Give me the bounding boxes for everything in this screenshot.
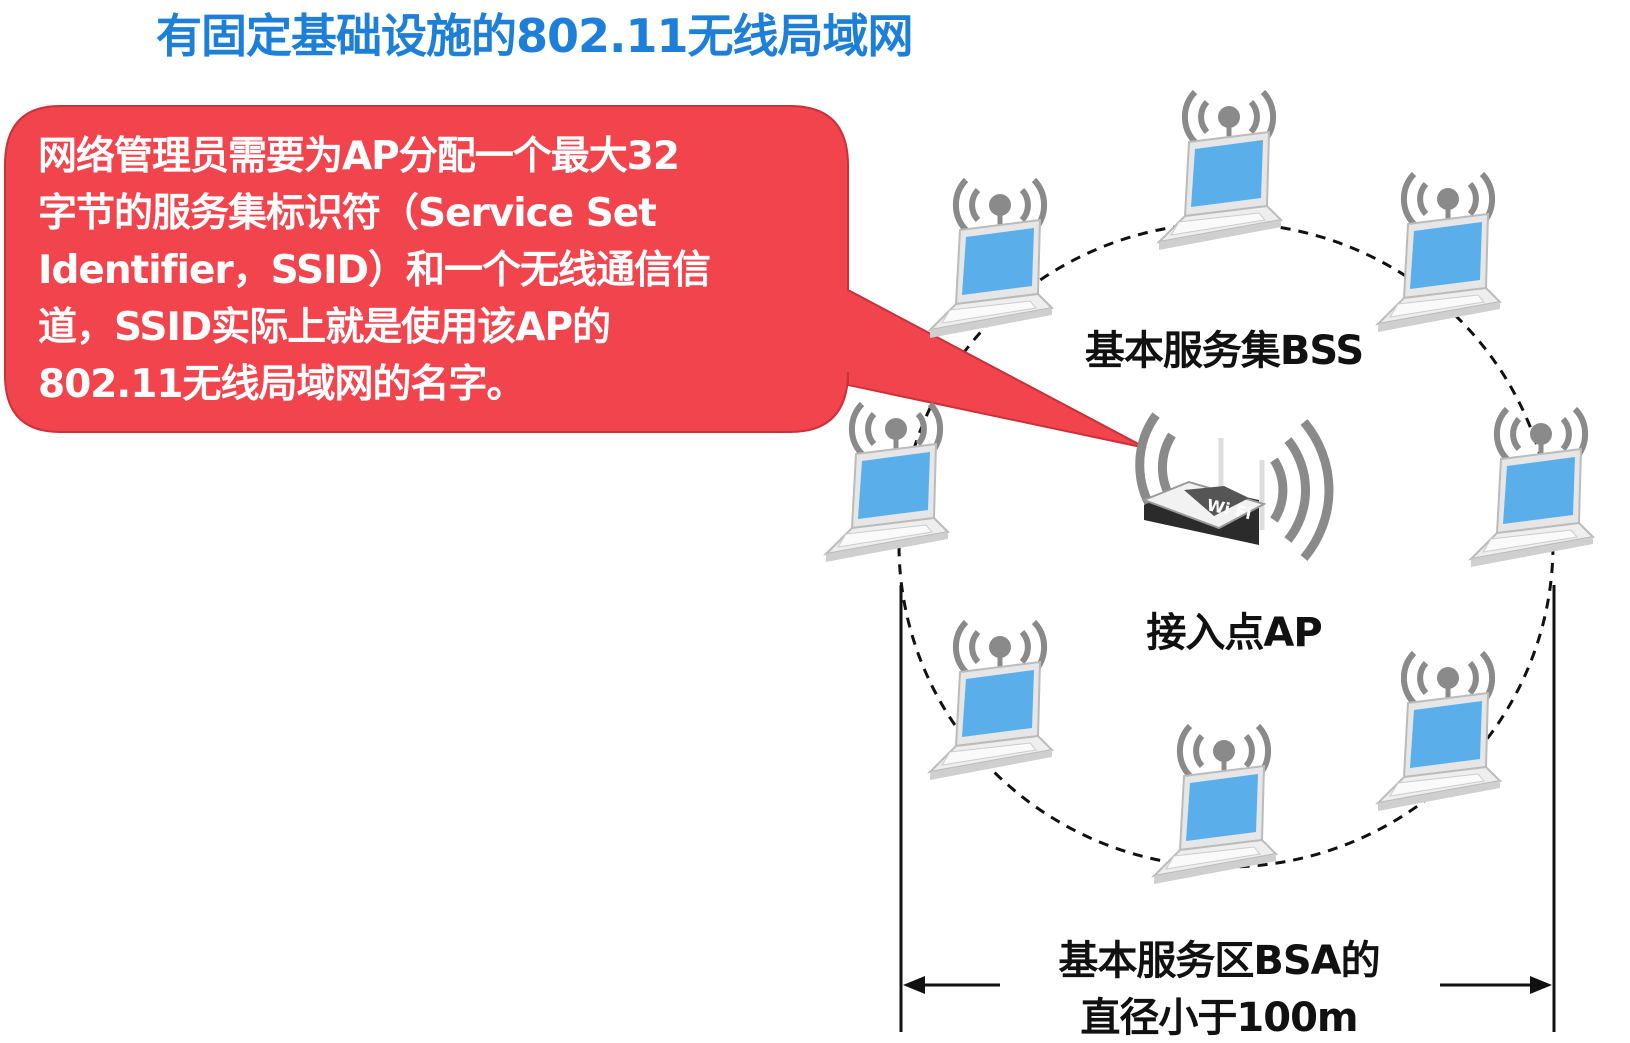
callout-text: 网络管理员需要为AP分配一个最大32 字节的服务集标识符（Service Set…	[38, 128, 828, 413]
laptop-station-icon	[927, 619, 1055, 780]
diameter-dimension	[899, 585, 1556, 1032]
callout-line: 802.11无线局域网的名字。	[38, 362, 526, 407]
laptop-station-icon	[1156, 89, 1284, 250]
ap-label: 接入点AP	[1146, 610, 1322, 656]
page-title: 有固定基础设施的802.11无线局域网	[156, 9, 914, 63]
callout-line: 字节的服务集标识符（Service Set	[38, 191, 657, 236]
laptop-station-icon	[1468, 406, 1596, 567]
laptop-station-icon	[823, 401, 951, 562]
bss-label: 基本服务集BSS	[1084, 328, 1364, 374]
access-point-router-icon: Wi Fi	[1135, 412, 1334, 561]
callout-line: Identifier，SSID）和一个无线通信信	[38, 248, 711, 293]
laptop-station-icon	[927, 177, 1055, 338]
laptop-station-icon	[1151, 723, 1279, 884]
bsa-label-line2: 直径小于100m	[1080, 995, 1358, 1041]
callout-line: 道，SSID实际上就是使用该AP的	[38, 305, 611, 350]
bsa-label-line1: 基本服务区BSA的	[1058, 938, 1380, 984]
callout-bubble	[4, 105, 1147, 449]
laptop-station-icon	[1375, 171, 1503, 332]
callout-line: 网络管理员需要为AP分配一个最大32	[38, 134, 680, 179]
laptop-station-icon	[1375, 650, 1503, 811]
